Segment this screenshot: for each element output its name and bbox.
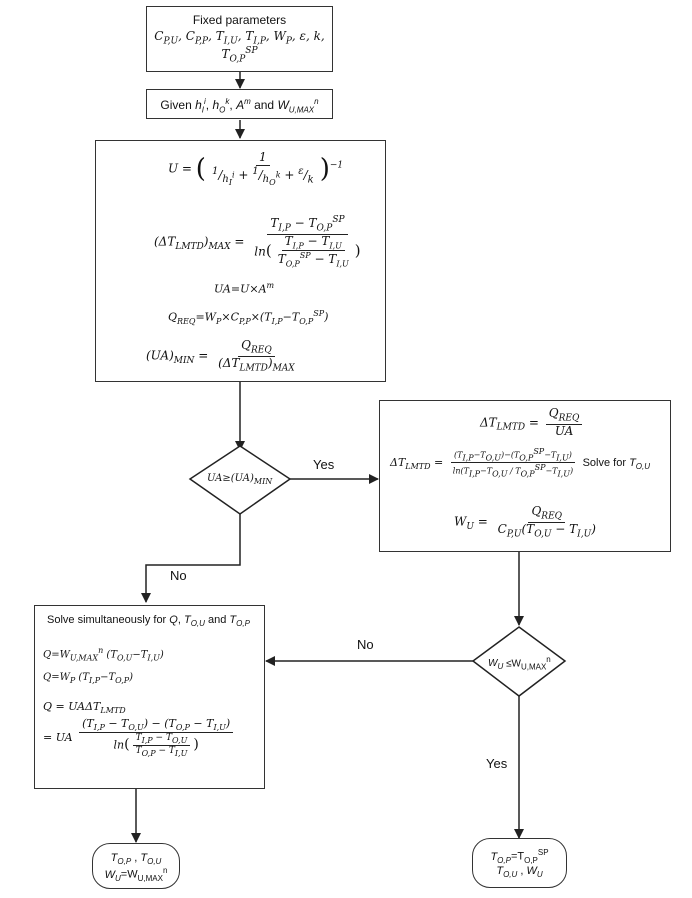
- yes-label-2: Yes: [486, 756, 508, 771]
- fixed-title: Fixed parameters: [192, 13, 287, 27]
- no-label-2: No: [357, 637, 374, 652]
- equation-ua-min: (UA)MIN = QREQ(ΔTLMTD)MAX: [146, 338, 295, 374]
- given-box: Given hIi, hOk, Am and WU,MAXn: [146, 89, 333, 119]
- given-text: Given hIi, hOk, Am and WU,MAXn: [160, 97, 319, 115]
- yes-label-1: Yes: [313, 457, 335, 472]
- solve-simultaneously-box: Solve simultaneously for Q, TO,U and TO,…: [34, 605, 265, 789]
- equation-qreq: QREQ=WP×CP,P×(TI,P−TO,PSP): [168, 309, 329, 326]
- decision2-label: WU ≤WU,MAXn: [488, 655, 551, 672]
- decision1-label: UA≥(UA)MIN: [207, 473, 273, 486]
- terminal-right-line2: TO,U , WU: [496, 864, 543, 880]
- terminal-left: TO,P , TO,U WU=WU,MAXn: [92, 843, 180, 889]
- equation-q-ua-expanded: = UA (TI,P − TO,U) − (TO,P − TI,U)ln(TI,…: [43, 717, 236, 758]
- equation-ua: UA=U×Am: [214, 281, 275, 296]
- terminal-right: TO,P=TO,PSP TO,U , WU: [472, 838, 567, 888]
- arrow-decision1-no: [141, 514, 241, 603]
- decision-diamond-ua: [188, 445, 292, 515]
- equation-q-ua: Q = UAΔTLMTD: [43, 700, 126, 716]
- equation-q-wumax: Q=WU,MAXn (TO,U−TI,U): [43, 646, 164, 663]
- terminal-left-line2: WU=WU,MAXn: [104, 866, 168, 884]
- equation-q-wp: Q=WP (TI,P−TO,P): [43, 672, 134, 685]
- fixed-params-line2: TO,PSP: [221, 46, 258, 65]
- no-label-1: No: [170, 568, 187, 583]
- terminal-left-line1: TO,P , TO,U: [110, 852, 162, 867]
- equation-dtlmtd-log: ΔTLMTD = (TI,P−TO,U)−(TO,PSP−TI,U)ln(TI,…: [390, 447, 651, 479]
- terminal-right-line1: TO,P=TO,PSP: [490, 848, 549, 865]
- decision-diamond-wu: [471, 626, 567, 697]
- fixed-parameters-box: Fixed parameters CP,U, CP,P, TI,U, TI,P,…: [146, 6, 333, 72]
- solve-title: Solve simultaneously for Q, TO,U and TO,…: [47, 614, 250, 629]
- fixed-params-line1: CP,U, CP,P, TI,U, TI,P, WP, ε, k,: [154, 29, 325, 47]
